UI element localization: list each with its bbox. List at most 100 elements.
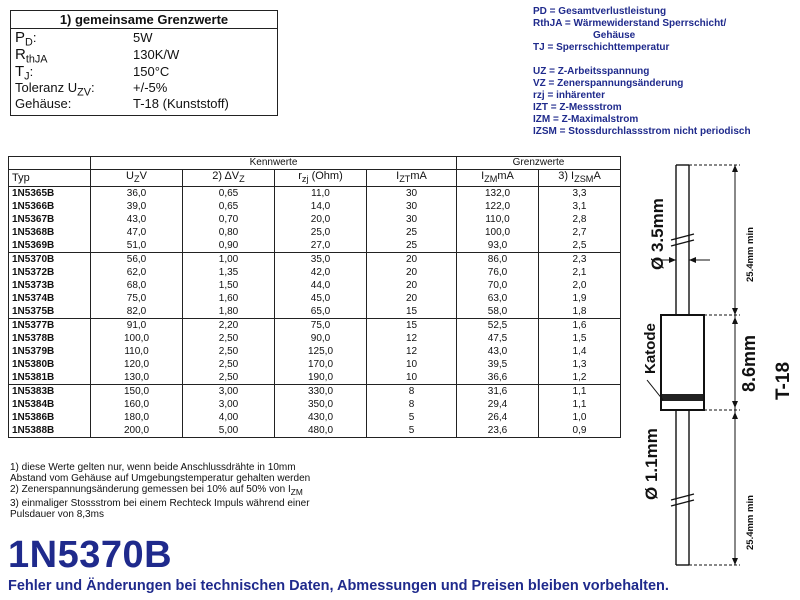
cell-value: 170,0: [274, 358, 367, 372]
cell-type: 1N5365B: [12, 188, 55, 200]
cell-value: 2,1: [538, 266, 621, 280]
cell-value: 1,3: [538, 358, 621, 372]
cell-value: 1,60: [182, 292, 275, 306]
legend-item: PD = Gesamtverlustleistung: [533, 6, 667, 17]
cell-value: 125,0: [274, 345, 367, 359]
cell-value: 8: [366, 398, 457, 412]
footnote: 1) diese Werte gelten nur, wenn beide An…: [10, 462, 296, 473]
limits-row-tolerance: Toleranz UZV:+/-5%: [15, 80, 168, 99]
footnotes: 1) diese Werte gelten nur, wenn beide An…: [10, 462, 390, 520]
cell-value: 120,0: [90, 358, 183, 372]
footnote: Abstand vom Gehäuse auf Umgebungstempera…: [10, 473, 311, 484]
cell-type: 1N5367B: [12, 214, 55, 226]
cell-value: 132,0: [456, 186, 539, 201]
cell-value: 350,0: [274, 398, 367, 412]
col-uz: UZV: [90, 169, 183, 188]
cell-value: 0,65: [182, 186, 275, 201]
cell-value: 26,4: [456, 411, 539, 425]
katode-leader: [646, 379, 664, 401]
label-body-len: 8.6mm: [739, 335, 759, 392]
cell-type: 1N5369B: [8, 239, 91, 254]
spec-table: Kennwerte Grenzwerte Typ UZV 2) ΔVZ rzj …: [8, 156, 621, 439]
cell-value: 2,5: [538, 239, 621, 254]
label-lead-dia-top: Ø 3.5mm: [648, 198, 667, 270]
cell-value: 86,0: [456, 252, 539, 267]
cell-value: 20: [366, 279, 457, 293]
cell-value: 1,00: [182, 252, 275, 267]
cell-value: 47,0: [90, 226, 183, 240]
legend-item: Gehäuse: [593, 30, 636, 41]
cell-value: 2,50: [182, 371, 275, 386]
cell-value: 430,0: [274, 411, 367, 425]
cell-type: 1N5373B: [12, 280, 55, 292]
cell-value: 5: [366, 411, 457, 425]
cell-value: 11,0: [274, 186, 367, 201]
legend-item: IZT = Z-Messstrom: [533, 102, 622, 113]
cell-value: 200,0: [90, 424, 183, 439]
cell-value: 4,00: [182, 411, 275, 425]
cell-type: 1N5370B: [12, 254, 55, 266]
cell-value: 190,0: [274, 371, 367, 386]
col-rzj: rzj (Ohm): [274, 169, 367, 188]
cell-value: 3,3: [538, 186, 621, 201]
cell-value: 1,1: [538, 384, 621, 399]
cell-value: 70,0: [456, 279, 539, 293]
legend-item: TJ = Sperrschichttemperatur: [533, 42, 670, 53]
table-group-header: Kennwerte Grenzwerte: [8, 156, 621, 170]
col-typ: Typ: [8, 169, 91, 188]
lead-break-bottom: [670, 493, 695, 507]
cell-value: 47,5: [456, 332, 539, 346]
cell-value: 160,0: [90, 398, 183, 412]
arrow-up-icon: [732, 412, 738, 419]
cell-type: 1N5383B: [12, 386, 55, 398]
symbol-legend: PD = Gesamtverlustleistung RthJA = Wärme…: [533, 6, 798, 138]
cell-value: 1,5: [538, 332, 621, 346]
cell-type: 1N5377B: [12, 320, 55, 332]
label-lead-len-bottom: 25.4mm min: [745, 495, 756, 550]
cell-value: 10: [366, 371, 457, 386]
arrow-down-icon: [732, 558, 738, 565]
cell-value: 27,0: [274, 239, 367, 254]
cell-value: 52,5: [456, 318, 539, 333]
arrow-up-icon: [732, 317, 738, 324]
col-dvz: 2) ΔVZ: [182, 169, 275, 188]
cell-value: 12: [366, 345, 457, 359]
diode-body: [660, 314, 705, 411]
cell-value: 1,35: [182, 266, 275, 280]
cell-value: 480,0: [274, 424, 367, 439]
cell-value: 45,0: [274, 292, 367, 306]
cell-type: 1N5378B: [12, 333, 55, 345]
cell-value: 10: [366, 358, 457, 372]
cell-value: 3,00: [182, 398, 275, 412]
disclaimer: Fehler und Änderungen bei technischen Da…: [8, 578, 669, 594]
cell-type: 1N5386B: [12, 412, 55, 424]
cell-value: 62,0: [90, 266, 183, 280]
cell-value: 2,7: [538, 226, 621, 240]
legend-item: rzj = inhärenter: [533, 90, 605, 101]
footnote: Pulsdauer von 8,3ms: [10, 509, 104, 520]
cell-value: 91,0: [90, 318, 183, 333]
cell-value: 63,0: [456, 292, 539, 306]
cell-value: 14,0: [274, 200, 367, 214]
cell-value: 0,9: [538, 424, 621, 439]
col-izt: IZTmA: [366, 169, 457, 188]
cell-value: 1,4: [538, 345, 621, 359]
cell-value: 44,0: [274, 279, 367, 293]
cell-value: 150,0: [90, 384, 183, 399]
col-izsm: 3) IZSMA: [538, 169, 621, 188]
arrow-left-icon: [689, 257, 696, 263]
cell-type: 1N5379B: [12, 346, 55, 358]
cell-type: 1N5388B: [8, 424, 91, 439]
cell-value: 100,0: [90, 332, 183, 346]
cell-value: 0,65: [182, 200, 275, 214]
cell-value: 20: [366, 292, 457, 306]
